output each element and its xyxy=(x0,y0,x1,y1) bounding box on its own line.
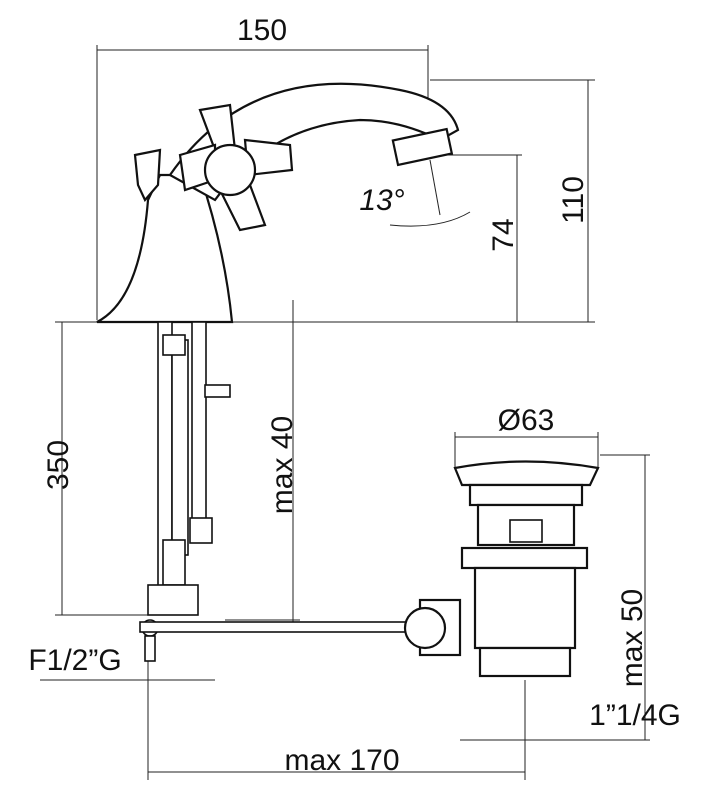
cross-handle xyxy=(178,103,294,232)
dim-angle-13: 13° xyxy=(359,184,404,217)
supply-hoses xyxy=(139,321,426,662)
label-inlet-thread: F1/2”G xyxy=(28,644,121,677)
dim-hose-350: 350 xyxy=(42,440,75,490)
dim-max-40: max 40 xyxy=(266,416,299,514)
dim-spout-74: 74 xyxy=(487,218,520,251)
dim-max-50: max 50 xyxy=(616,589,649,687)
dim-height-110: 110 xyxy=(557,176,590,224)
dim-diameter-63: Ø63 xyxy=(498,404,555,437)
pop-up-drain xyxy=(403,460,600,678)
faucet-body xyxy=(96,82,460,324)
dimension-lines xyxy=(40,45,650,780)
dim-width-150: 150 xyxy=(237,14,287,47)
label-drain-thread: 1”1/4G xyxy=(589,699,681,732)
dim-max-170: max 170 xyxy=(284,744,399,777)
